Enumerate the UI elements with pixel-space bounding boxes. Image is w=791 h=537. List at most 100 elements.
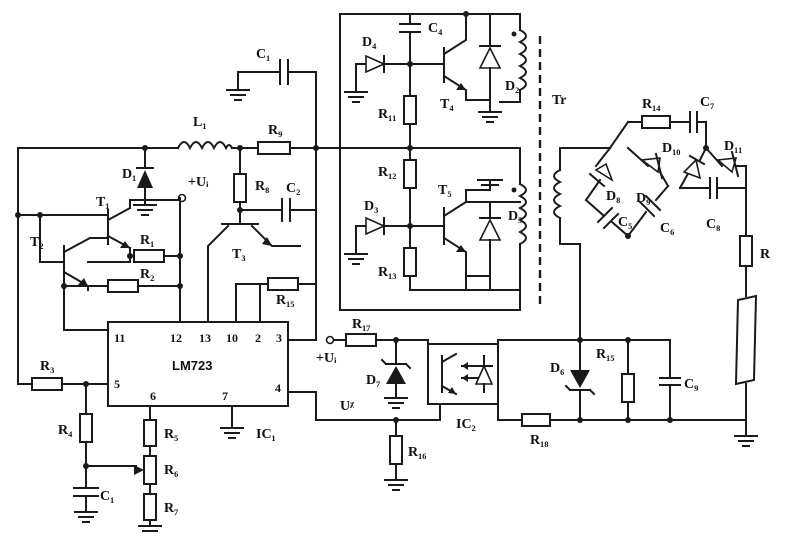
label-r12: R₁₂ [378,165,397,180]
label-r4: R₄ [58,423,73,438]
resistor-r16: R₁₆ [384,419,427,491]
resistor-r2: R₂ [87,255,154,282]
diode-d4: D₄ [344,35,445,103]
label-d4: D₄ [362,35,377,50]
resistor-r17: R₁₇ [333,317,429,347]
transistor-t5: T₅ [438,179,503,291]
capacitor-c6: C₆ [626,184,674,238]
svg-text:10: 10 [226,331,238,345]
transistor-t2: T₂ [30,214,109,291]
label-d8: D₈ [606,189,620,204]
resistor-r11: R₁₁ [378,63,417,149]
label-r15: R₁₅ [276,293,295,308]
capacitor-c8: C₈ [679,177,747,232]
resistor-r5: R₅ [143,419,178,447]
label-t4: T₄ [440,97,454,112]
label-c7: C₇ [700,95,714,110]
label-d10: D₁₀ [662,141,681,156]
label-r11: R₁₁ [378,107,397,122]
resistor-r15-right: R₁₅ [596,339,635,421]
label-d6: D₆ [550,361,564,376]
load-element [734,294,758,421]
diode-d11: D₁₁ [704,139,747,237]
label-t5: T₅ [438,183,452,198]
resistor-r18: R₁₈ [521,413,581,448]
feedback-section: +Uᵢ R₁₇ D₇ R₁₆ [316,317,523,491]
potentiometer-r6: R₆ [85,455,178,485]
label-l1: L₁ [193,115,207,130]
diode-d5: D₅ [465,201,522,277]
diode-d3: D₃ [344,199,445,265]
label-c5: C₅ [618,215,632,230]
label-c8: C₈ [706,217,720,232]
diode-d6: D₆ [550,339,596,421]
label-r16: R₁₆ [408,445,427,460]
label-d2: D₂ [505,79,519,94]
capacitor-c1-bottom: C₁ [73,465,114,523]
diode-d8: D₈ [584,146,620,204]
svg-text:6: 6 [150,389,156,403]
label-r8: R₈ [255,179,269,194]
label-tr: Tr [552,93,567,108]
diode-d2: D₂ [465,13,519,123]
label-d1: D₁ [122,167,136,182]
label-r13: R₁₃ [378,265,397,280]
svg-text:2: 2 [255,331,261,345]
resistor-r12: R₁₂ [378,147,417,227]
label-r6: R₆ [164,463,178,478]
label-u1-mid: +Uᵢ [316,351,337,366]
capacitor-c2: C₂ [239,181,317,222]
resistor-r13: R₁₃ [378,225,417,291]
diode-d7: D₇ [366,339,412,409]
label-r7: R₇ [164,501,178,516]
optocoupler-ic2: IC₂ [419,339,523,432]
label-r18: R₁₈ [530,433,549,448]
label-ic1: IC₁ [256,427,276,442]
svg-text:12: 12 [170,331,182,345]
ic-name: LM723 [172,358,212,373]
label-r: R [760,247,771,262]
label-d5: D₅ [508,209,522,224]
regulator-section: L₁ D₁ +Uᵢ R₉ R₈ [15,47,421,532]
label-t1: T₁ [96,195,110,210]
label-c1-top: C₁ [256,47,270,62]
label-c4: C₄ [428,21,443,36]
inductor-l1: L₁ [176,115,234,151]
label-c9: C₉ [684,377,698,392]
svg-text:5: 5 [114,377,120,391]
svg-text:13: 13 [199,331,211,345]
capacitor-c1-top: C₁ [226,47,317,341]
label-u1-top: +Uᵢ [188,175,209,190]
label-r2: R₂ [140,267,154,282]
label-d7: D₇ [366,373,380,388]
capacitor-c9: C₉ [659,339,698,421]
capacitor-c4: C₄ [399,21,443,65]
label-c1-bottom: C₁ [100,489,114,504]
label-d11: D₁₁ [724,139,743,154]
transistor-t3: T₃ [207,221,301,323]
svg-text:7: 7 [222,389,228,403]
label-t2: T₂ [30,235,44,250]
diode-d10: D₁₀ [662,141,708,190]
label-r17: R₁₇ [352,317,371,332]
svg-text:3: 3 [276,331,282,345]
rectifier-section: R₁₄ C₇ D₈ D₉ D₁₀ [497,95,771,448]
label-r1: R₁ [140,233,154,248]
resistor-r8: R₈ [233,147,269,223]
label-c6: C₆ [660,221,674,236]
resistor-r4: R₄ [58,383,93,467]
label-t3: T₃ [232,247,246,262]
diode-d9: D₉ [626,146,670,206]
transistor-t4: T₄ [440,13,467,112]
svg-text:4: 4 [275,381,281,395]
resistor-r7: R₇ [138,493,178,532]
diode-d1: D₁ [122,147,157,216]
capacitor-c5: C₅ [584,198,632,238]
label-r3: R₃ [40,359,54,374]
resistor-r3: R₃ [31,359,109,391]
label-r5: R₅ [164,427,178,442]
label-r14: R₁₄ [642,97,661,112]
capacitor-c7: C₇ [689,95,714,133]
resistor-r-out: R [739,235,771,297]
